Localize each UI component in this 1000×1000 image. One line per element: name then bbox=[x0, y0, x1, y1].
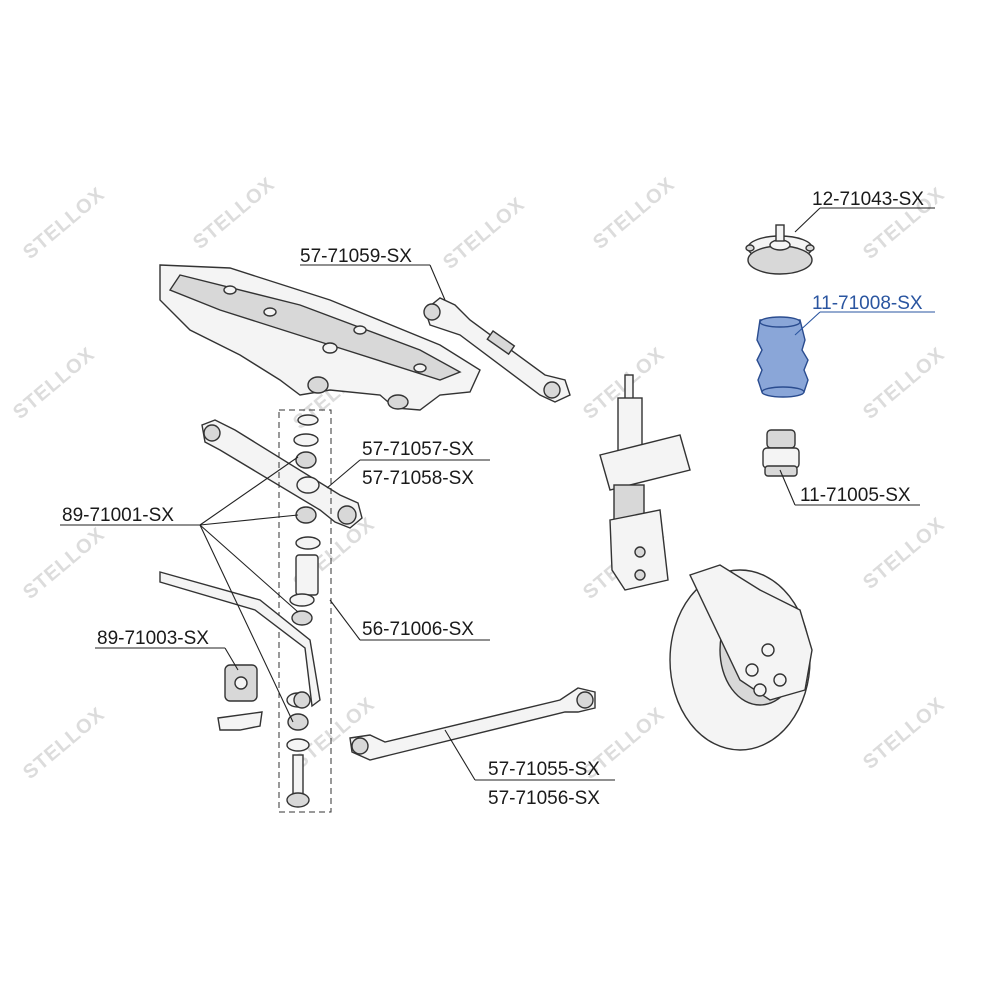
part-labels: 12-71043-SX 11-71008-SX 11-71005-SX 57-7… bbox=[62, 189, 924, 809]
lateral-arm-57-71057 bbox=[201, 419, 363, 529]
rear-crossmember bbox=[159, 264, 481, 411]
watermark-text: STELLOX bbox=[859, 343, 949, 424]
watermark-text: STELLOX bbox=[9, 343, 99, 424]
label-57-71056[interactable]: 57-71056-SX bbox=[488, 788, 600, 809]
adjustable-arm-57-71059 bbox=[423, 297, 571, 403]
lower-arm-57-71055 bbox=[349, 687, 596, 761]
label-12-71043[interactable]: 12-71043-SX bbox=[812, 189, 924, 210]
watermark-text: STELLOX bbox=[859, 513, 949, 594]
label-56-71006[interactable]: 56-71006-SX bbox=[362, 619, 474, 640]
watermark-text: STELLOX bbox=[189, 173, 279, 254]
label-57-71055[interactable]: 57-71055-SX bbox=[488, 759, 600, 780]
bump-stop-11-71005 bbox=[762, 429, 800, 477]
strut-assembly bbox=[599, 374, 691, 591]
wheel-hub-disc bbox=[669, 564, 813, 751]
strut-mount-12-71043 bbox=[745, 224, 815, 275]
label-57-71058[interactable]: 57-71058-SX bbox=[362, 468, 474, 489]
label-89-71001[interactable]: 89-71001-SX bbox=[62, 505, 174, 526]
watermark-text: STELLOX bbox=[439, 193, 529, 274]
watermark-text: STELLOX bbox=[19, 703, 109, 784]
watermark-text: STELLOX bbox=[859, 693, 949, 774]
label-57-71059[interactable]: 57-71059-SX bbox=[300, 246, 412, 267]
label-57-71057[interactable]: 57-71057-SX bbox=[362, 439, 474, 460]
watermark-text: STELLOX bbox=[19, 183, 109, 264]
leader-lines bbox=[60, 207, 935, 781]
label-11-71008[interactable]: 11-71008-SX bbox=[812, 293, 923, 314]
stabilizer-bar bbox=[159, 571, 321, 709]
dust-boot-11-71008 bbox=[756, 316, 809, 398]
stabilizer-link-kit bbox=[278, 409, 332, 813]
watermark-text: STELLOX bbox=[589, 173, 679, 254]
label-11-71005[interactable]: 11-71005-SX bbox=[800, 485, 911, 506]
watermark-text: STELLOX bbox=[19, 523, 109, 604]
label-89-71003[interactable]: 89-71003-SX bbox=[97, 628, 209, 649]
stabilizer-bushing-89-71003 bbox=[217, 664, 263, 731]
